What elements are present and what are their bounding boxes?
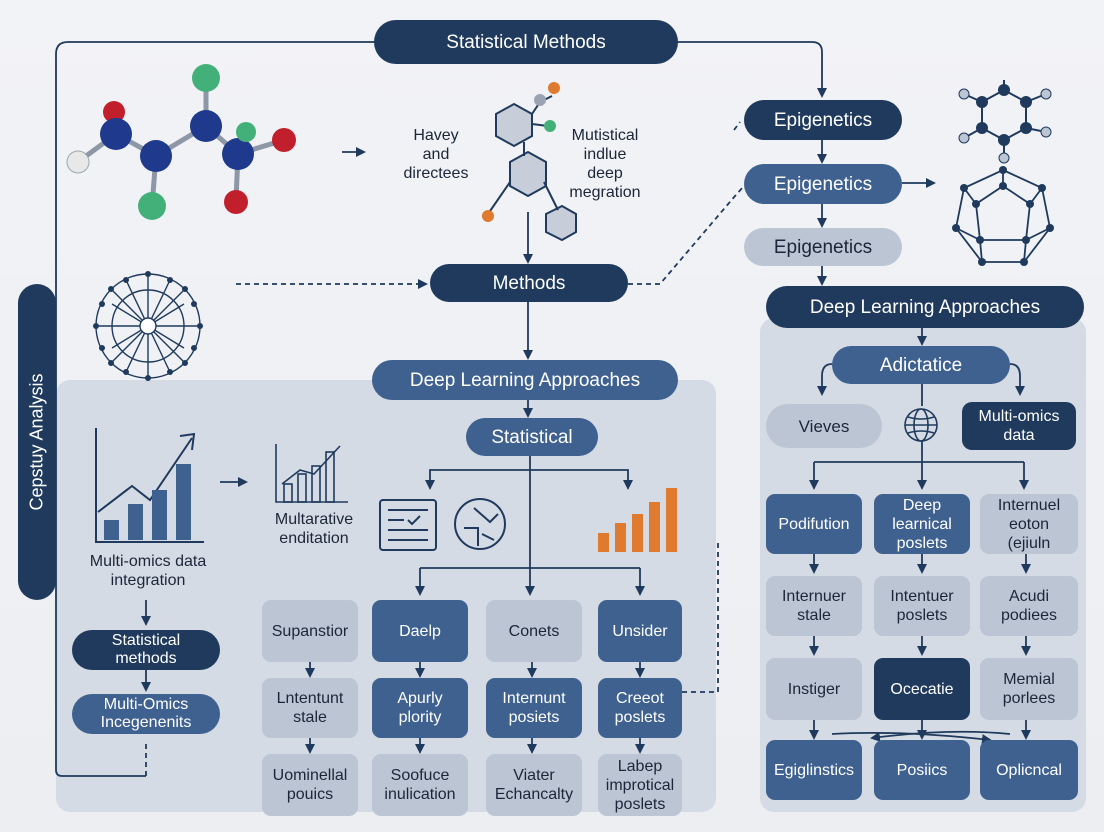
- chart-bar: [104, 520, 119, 540]
- chart-bar: [152, 490, 167, 540]
- grid-r1-c3[interactable]: Conets: [486, 600, 582, 662]
- hexagon-molecule-icon: [482, 82, 577, 242]
- orange-bar: [615, 523, 626, 552]
- right-r2-c2[interactable]: Intentuer poslets: [874, 576, 970, 636]
- side-label: Cepstuy Analysis: [26, 373, 47, 511]
- caption-havey: Havey and directees: [403, 127, 469, 182]
- right-r1-c1[interactable]: Podifution: [766, 494, 862, 554]
- right-r1-c2[interactable]: Deep learnical poslets: [874, 494, 970, 554]
- epigenetics-node-1[interactable]: Epigenetics: [744, 100, 902, 140]
- right-r4-c3[interactable]: Oplicncal: [980, 740, 1078, 800]
- methods-node[interactable]: Methods: [430, 264, 628, 302]
- chart-bar: [128, 504, 143, 540]
- statistical-methods-box[interactable]: Statistical methods: [72, 630, 220, 670]
- grid-r3-c1[interactable]: Uominellal pouics: [262, 754, 358, 816]
- orange-bar: [666, 488, 677, 552]
- side-label-bar: Cepstuy Analysis: [18, 284, 56, 600]
- process-circle-icon: [454, 498, 506, 550]
- adictatice-node[interactable]: Adictatice: [832, 346, 1010, 384]
- mini-caption: Multarative enditation: [274, 511, 354, 547]
- statistical-methods-header[interactable]: Statistical Methods: [374, 20, 678, 64]
- orange-bars-icon: [598, 488, 677, 552]
- grid-r3-c4[interactable]: Labep improtical poslets: [598, 754, 682, 816]
- right-r4-c1[interactable]: Egiglinstics: [766, 740, 862, 800]
- grid-r3-c2[interactable]: Soofuce inulication: [372, 754, 468, 816]
- globe-icon: [904, 408, 938, 442]
- multi-omics-box[interactable]: Multi-Omics Incegenenits: [72, 694, 220, 734]
- chart-caption: Multi-omics data integration: [89, 553, 207, 589]
- grid-r1-c2[interactable]: Daelp: [372, 600, 468, 662]
- lower-left-panel: [56, 380, 716, 812]
- grid-r1-c1[interactable]: Supanstior: [262, 600, 358, 662]
- deep-learning-node[interactable]: Deep Learning Approaches: [372, 360, 678, 400]
- multi-omics-data-node[interactable]: Multi-omics data: [962, 402, 1076, 450]
- right-r4-c2[interactable]: Posiics: [874, 740, 970, 800]
- right-r3-c2[interactable]: Ocecatie: [874, 658, 970, 720]
- orange-bars: [598, 488, 677, 552]
- grid-r2-c4[interactable]: Creeot poslets: [598, 678, 682, 738]
- right-r1-c3[interactable]: Internuel eoton (ejiuln: [980, 494, 1078, 554]
- grid-r3-c3[interactable]: Viater Echancalty: [486, 754, 582, 816]
- statistical-node[interactable]: Statistical: [466, 418, 598, 456]
- right-r3-c3[interactable]: Memial porlees: [980, 658, 1078, 720]
- right-deep-learning-header[interactable]: Deep Learning Approaches: [766, 286, 1084, 328]
- bar-chart-icon: [95, 428, 204, 543]
- polyhedron-icon: [952, 166, 1054, 266]
- chart-bar: [176, 464, 191, 540]
- epigenetics-node-2[interactable]: Epigenetics: [744, 164, 902, 204]
- grid-r1-c4[interactable]: Unsider: [598, 600, 682, 662]
- document-icon: [379, 499, 437, 551]
- chart-bars: [104, 464, 191, 540]
- grid-r2-c1[interactable]: Lntentunt stale: [262, 678, 358, 738]
- right-r2-c3[interactable]: Acudi podiees: [980, 576, 1078, 636]
- orange-bar: [632, 514, 643, 552]
- network-sphere-icon: [93, 271, 203, 381]
- grid-r2-c3[interactable]: Internunt posiets: [486, 678, 582, 738]
- right-r3-c1[interactable]: Instiger: [766, 658, 862, 720]
- grid-r2-c2[interactable]: Apurly plority: [372, 678, 468, 738]
- molecule-icon: [66, 64, 296, 220]
- ring-molecule-icon: [958, 80, 1052, 164]
- caption-mutistical: Mutistical indlue deep megration: [569, 127, 641, 201]
- orange-bar: [649, 502, 660, 552]
- orange-bar: [598, 533, 609, 552]
- vieves-node[interactable]: Vieves: [766, 404, 882, 448]
- epigenetics-node-3[interactable]: Epigenetics: [744, 228, 902, 266]
- mini-chart-icon: [275, 444, 348, 503]
- right-r2-c1[interactable]: Internuer stale: [766, 576, 862, 636]
